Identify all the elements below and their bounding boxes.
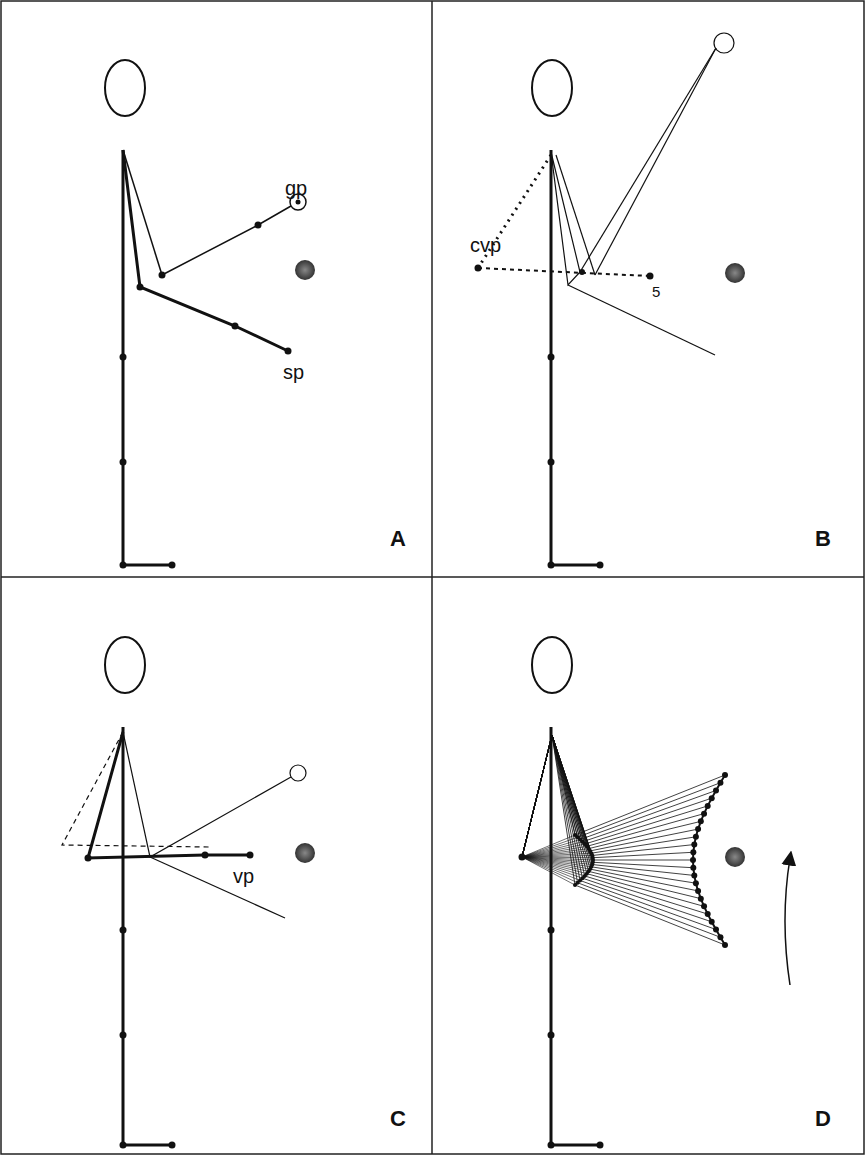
- panel-d-figure: [532, 637, 790, 1149]
- forearm-stroke: [591, 837, 696, 853]
- forearm-stroke: [587, 874, 704, 907]
- cvp-stroke: [522, 735, 552, 857]
- callout-number: 5: [652, 284, 660, 299]
- hand-path: [693, 775, 725, 945]
- cvp-stroke: [522, 735, 552, 857]
- cvp-stroke: [522, 735, 552, 857]
- elbow-path: [575, 835, 593, 885]
- cvp-dot: [519, 854, 526, 861]
- cvp-stroke: [522, 735, 552, 857]
- upper-arm-stroke: [552, 735, 580, 880]
- cvp-stroke: [522, 735, 552, 857]
- cvp-stroke: [522, 735, 552, 857]
- upper-arm-stroke: [552, 735, 575, 885]
- upper-arm-stroke: [552, 735, 585, 876]
- cvp-link-stroke: [522, 857, 578, 883]
- forearm-stroke: [575, 775, 725, 835]
- cvp-stroke: [522, 735, 552, 857]
- point-label: gp: [285, 178, 307, 198]
- forearm-stroke: [593, 860, 693, 861]
- cvp-stroke: [522, 735, 552, 857]
- point-label: cvp: [470, 235, 501, 255]
- forearm-stroke: [591, 867, 696, 883]
- forearm-stroke: [592, 845, 694, 856]
- panel-letter: A: [390, 528, 406, 550]
- cvp-stroke: [522, 735, 552, 857]
- forearm-stroke: [593, 852, 694, 857]
- panel-letter: D: [815, 1108, 831, 1130]
- cvp-stroke: [522, 735, 552, 857]
- forearm-stroke: [593, 862, 694, 867]
- forearm-stroke: [582, 798, 711, 842]
- cvp-stroke: [522, 735, 552, 857]
- point-label: vp: [233, 866, 254, 886]
- point-label: sp: [283, 362, 304, 382]
- cvp-link-stroke: [522, 853, 591, 857]
- upper-arm-stroke: [552, 735, 582, 878]
- trajectory-fan: [519, 735, 729, 948]
- cvp-link-stroke: [522, 855, 592, 857]
- cvp-stroke: [522, 735, 552, 857]
- forearm-stroke: [585, 806, 708, 844]
- cvp-stroke: [522, 735, 552, 857]
- cvp-stroke: [522, 735, 552, 857]
- cvp-stroke: [522, 735, 552, 857]
- panel-b-figure: [475, 33, 746, 569]
- panel-a-figure: [105, 60, 315, 569]
- panel-letter: C: [390, 1108, 406, 1130]
- cvp-stroke: [522, 735, 552, 857]
- forearm-stroke: [587, 814, 704, 847]
- forearm-stroke: [580, 790, 716, 839]
- forearm-stroke: [592, 865, 694, 876]
- cvp-link-stroke: [522, 857, 585, 876]
- forearm-stroke: [590, 829, 698, 851]
- cvp-stroke: [522, 735, 552, 857]
- cvp-stroke: [522, 735, 552, 857]
- cvp-stroke: [522, 735, 552, 857]
- upper-arm-stroke: [552, 735, 578, 883]
- cvp-stroke: [522, 735, 552, 857]
- cvp-link-stroke: [522, 857, 575, 885]
- forearm-stroke: [590, 869, 698, 891]
- cvp-stroke: [522, 735, 552, 857]
- forearm-stroke: [582, 878, 711, 922]
- panel-c-figure: [62, 637, 315, 1149]
- cvp-stroke: [522, 735, 552, 857]
- forearm-stroke: [585, 876, 708, 914]
- cvp-stroke: [522, 735, 552, 857]
- panel-letter: B: [815, 528, 831, 550]
- forearm-stroke: [575, 885, 725, 945]
- forearm-stroke: [580, 880, 716, 929]
